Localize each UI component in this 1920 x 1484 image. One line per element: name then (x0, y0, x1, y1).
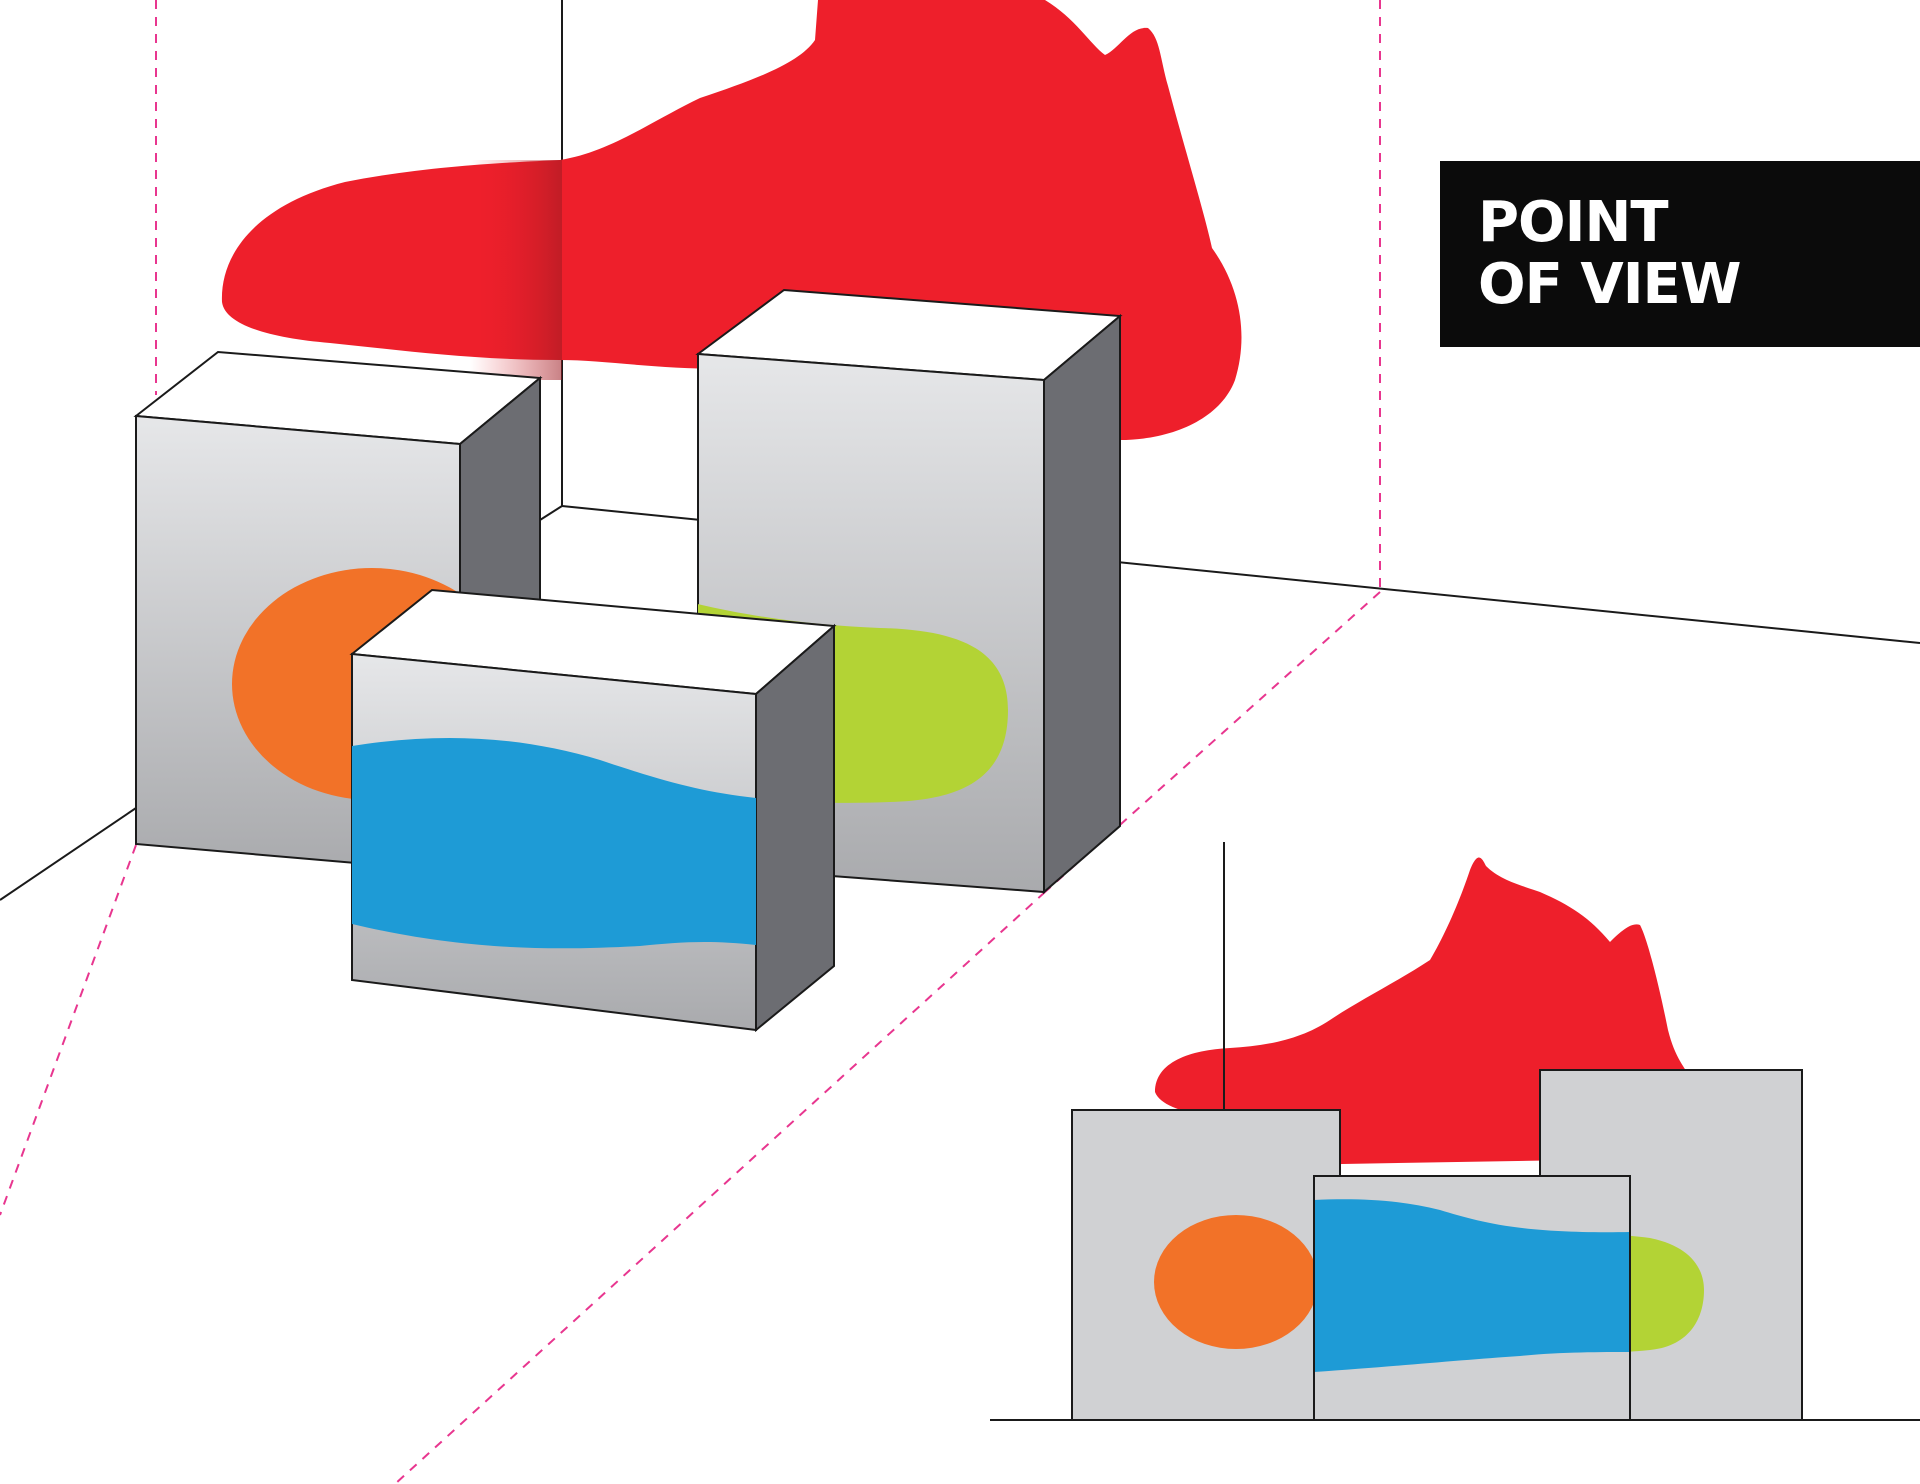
front-view-inset (990, 842, 1920, 1421)
label-line-1: POINT (1478, 190, 1669, 255)
label-line-2: OF VIEW (1478, 252, 1742, 317)
shoe-insole-icon (352, 737, 756, 949)
display-box-front (349, 588, 837, 1033)
point-of-view-label: POINT OF VIEW (1440, 161, 1920, 347)
sneaker-silhouette-icon (221, 0, 1242, 440)
shoe-insole-icon (1314, 1199, 1630, 1372)
shoe-insole-icon (1154, 1215, 1318, 1349)
